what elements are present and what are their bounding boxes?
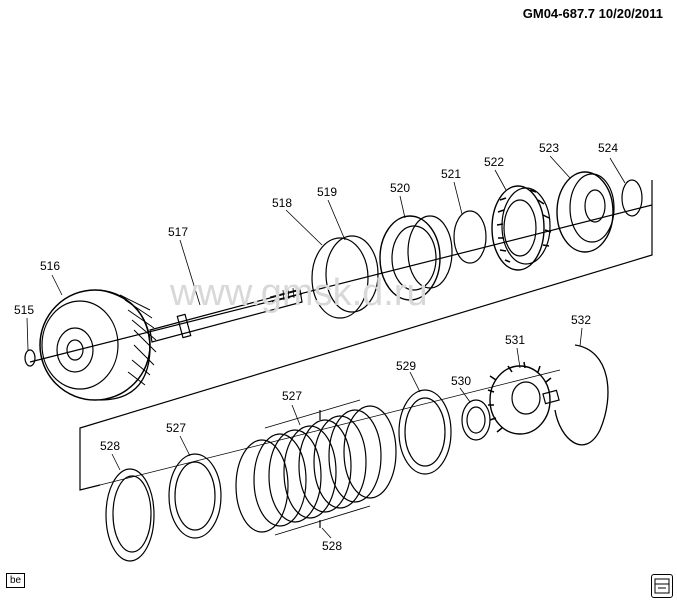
part-515-snap-ring[interactable]: [24, 349, 36, 367]
callout-532: 532: [571, 313, 591, 327]
callout-528-pack: 528: [322, 539, 342, 553]
callout-527-pack: 527: [282, 389, 302, 403]
callout-518: 518: [272, 196, 292, 210]
part-516-housing[interactable]: [39, 289, 157, 401]
callout-521: 521: [441, 167, 461, 181]
callout-515: 515: [14, 303, 34, 317]
part-531-gear-carrier[interactable]: [487, 361, 560, 435]
callout-519: 519: [317, 185, 337, 199]
diagram-header: GM04-687.7 10/20/2011: [523, 6, 663, 21]
callout-531: 531: [505, 333, 525, 347]
diagram-id: GM04-687.7: [522, 6, 596, 21]
diagram-date: 10/20/2011: [598, 6, 663, 21]
part-523-cover[interactable]: [556, 171, 615, 253]
part-518-seal[interactable]: [311, 237, 369, 319]
part-517-shaft[interactable]: [149, 287, 303, 343]
part-520-piston[interactable]: [379, 215, 453, 301]
callout-516: 516: [40, 259, 60, 273]
view-code-badge: be: [6, 573, 26, 588]
part-529-backing-plate[interactable]: [398, 389, 452, 475]
book-logo-icon: [651, 574, 673, 598]
part-527-friction-plate[interactable]: [168, 453, 222, 539]
part-528-steel-plate[interactable]: [105, 468, 155, 562]
callout-517: 517: [168, 225, 188, 239]
part-521-ring[interactable]: [453, 210, 487, 264]
callout-528: 528: [100, 439, 120, 453]
part-524-snap-ring[interactable]: [621, 179, 643, 217]
callout-527: 527: [166, 421, 186, 435]
callout-524: 524: [598, 141, 618, 155]
watermark: www.gmsk.d.ru: [169, 272, 428, 314]
callout-523: 523: [539, 141, 559, 155]
part-519-ring[interactable]: [325, 235, 379, 313]
callout-529: 529: [396, 359, 416, 373]
part-530-thrust-ring[interactable]: [461, 399, 491, 441]
callout-522: 522: [484, 155, 504, 169]
part-532-snap-ring[interactable]: [554, 344, 609, 446]
clutch-plate-pack[interactable]: [235, 399, 397, 536]
callout-530: 530: [451, 374, 471, 388]
callout-520: 520: [390, 181, 410, 195]
leader-lines: [26, 155, 626, 539]
part-522-clutch-hub[interactable]: [491, 185, 552, 271]
